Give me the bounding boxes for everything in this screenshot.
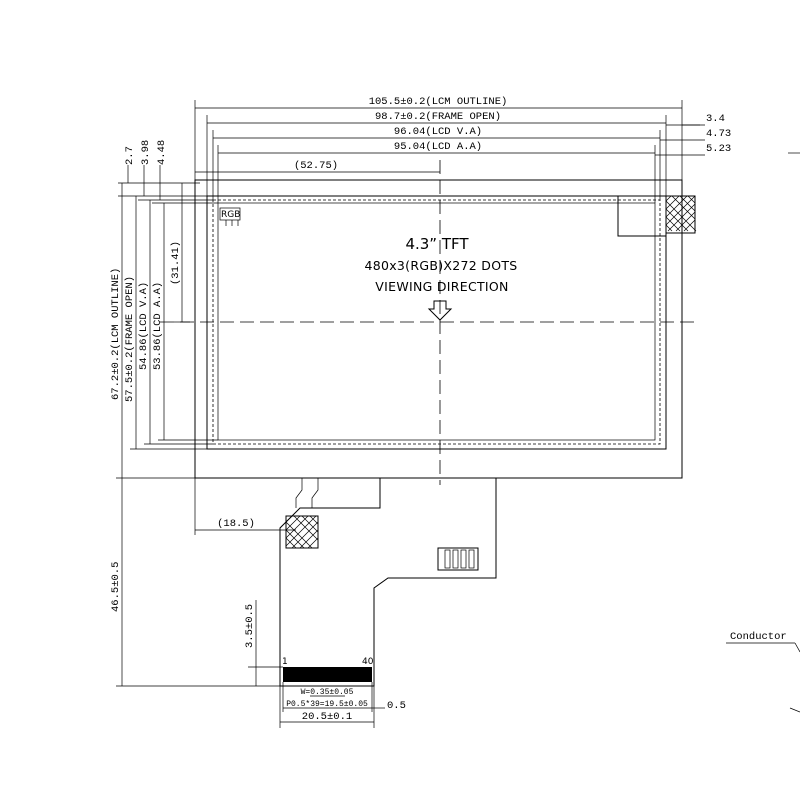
dim-right-c: 5.23 (706, 143, 731, 155)
dim-lcm-height: 67.2±0.2(LCM OUTLINE) (110, 268, 122, 400)
dim-frame-width: 98.7±0.2(FRAME OPEN) (375, 111, 501, 123)
conductor-label: Conductor (730, 631, 787, 643)
dim-edge-margin: 0.5 (387, 700, 406, 712)
dim-left-top-b: 3.98 (140, 140, 152, 165)
frame-open-outline (206, 195, 667, 450)
dim-pitch: P0.5*39=19.5±0.05 (286, 700, 368, 709)
dim-va-height: 54.86(LCD V.A) (138, 282, 150, 370)
dim-contact-length: 3.5±0.5 (244, 604, 256, 648)
rgb-mark: RGB (219, 207, 240, 226)
dim-center-x: (52.75) (294, 160, 338, 172)
dim-left-top-c: 4.48 (156, 140, 168, 165)
resolution-label: 480x3(RGB)X272 DOTS (364, 258, 517, 273)
dim-finger-width: W=0.35±0.05 (301, 688, 354, 697)
viewing-direction-label: VIEWING DIRECTION (375, 279, 508, 294)
dim-aa-height: 53.86(LCD A.A) (152, 282, 164, 370)
stiffener-pads (437, 547, 479, 571)
pin-40-label: 40 (362, 657, 374, 667)
rgb-label: RGB (221, 210, 240, 220)
dim-fpc-offset: (18.5) (217, 518, 255, 530)
dim-center-y: (31.41) (170, 241, 182, 285)
lcm-outline (194, 179, 683, 479)
pin-1-label: 1 (282, 657, 288, 667)
fpc-outline (279, 478, 497, 687)
ic-block (617, 195, 667, 237)
display-size-label: 4.3” TFT (405, 235, 469, 253)
gold-fingers (283, 667, 372, 682)
right-hatch (665, 195, 697, 234)
dim-right-b: 4.73 (706, 128, 731, 140)
dim-left-top-a: 2.7 (124, 146, 136, 165)
dim-right-a: 3.4 (706, 113, 725, 125)
dim-fpc-width: 20.5±0.1 (302, 711, 352, 723)
dim-va-width: 96.04(LCD V.A) (394, 126, 482, 138)
fpc-traces (295, 478, 319, 508)
lcd-active-area (217, 202, 656, 441)
fpc-hatch (285, 515, 319, 549)
dim-aa-width: 95.04(LCD A.A) (394, 141, 482, 153)
dim-frame-height: 57.5±0.2(FRAME OPEN) (124, 276, 136, 402)
dim-fpc-length: 46.5±0.5 (110, 562, 122, 612)
viewing-arrow-icon (427, 300, 453, 321)
dim-lcm-width: 105.5±0.2(LCM OUTLINE) (369, 96, 508, 108)
